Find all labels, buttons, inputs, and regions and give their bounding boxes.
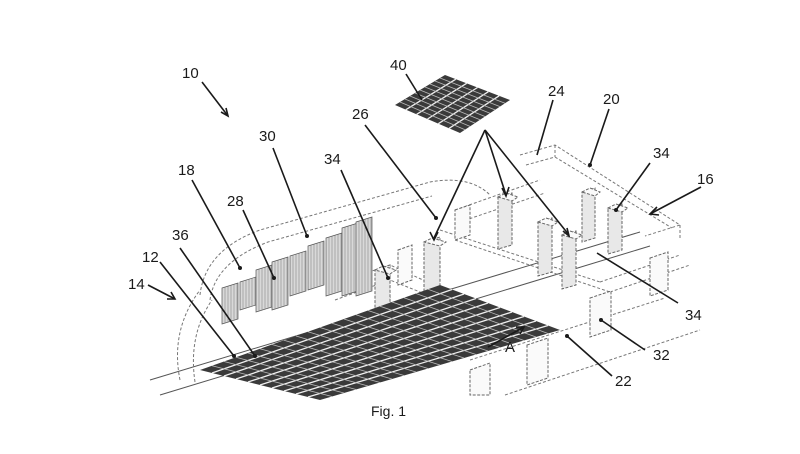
plate-stack bbox=[255, 264, 273, 313]
label-24: 24 bbox=[548, 83, 565, 100]
plate-stack bbox=[355, 216, 373, 297]
column bbox=[496, 192, 520, 250]
plate-stack bbox=[239, 276, 257, 311]
leader-10 bbox=[201, 81, 229, 117]
grid-crossbar bbox=[295, 335, 417, 373]
leader-28 bbox=[242, 209, 275, 279]
module-crossbar bbox=[429, 83, 496, 111]
module-crossbar bbox=[409, 95, 476, 124]
plate-stack bbox=[289, 250, 307, 297]
reference-numerals: 10 40 24 20 26 30 34 34 16 18 28 36 12 1… bbox=[128, 57, 714, 419]
leader-36 bbox=[179, 247, 256, 357]
grid-crossbar bbox=[379, 305, 501, 348]
grid-module bbox=[395, 75, 510, 133]
grid-crossbar bbox=[247, 352, 369, 387]
grid-crossbar bbox=[235, 356, 357, 390]
plate-stacks bbox=[221, 216, 373, 325]
leader-34-center bbox=[340, 169, 389, 279]
label-34-lower: 34 bbox=[685, 307, 702, 324]
label-34-right: 34 bbox=[653, 145, 670, 162]
opening bbox=[649, 251, 669, 297]
plate-stack bbox=[341, 222, 359, 297]
direction-arrow bbox=[487, 326, 525, 348]
label-34-center: 34 bbox=[324, 151, 341, 168]
module-crossbar bbox=[404, 98, 471, 127]
leader-30 bbox=[272, 147, 308, 237]
leader-16 bbox=[649, 186, 702, 215]
leader-26 bbox=[364, 124, 437, 219]
module-crossbar bbox=[419, 89, 486, 117]
label-16: 16 bbox=[697, 171, 714, 188]
module-crossbar bbox=[434, 80, 501, 107]
grid-crossbar bbox=[319, 327, 441, 366]
label-20: 20 bbox=[603, 91, 620, 108]
grid-floor bbox=[200, 285, 560, 400]
grid-crossbar bbox=[367, 310, 489, 352]
label-14: 14 bbox=[128, 276, 145, 293]
plate-stack bbox=[221, 282, 239, 325]
label-10: 10 bbox=[182, 65, 199, 82]
column bbox=[536, 217, 560, 277]
plate-stack bbox=[271, 256, 289, 311]
leader-40-c bbox=[484, 129, 570, 236]
arrowhead bbox=[220, 107, 230, 118]
label-direction-A: A bbox=[505, 339, 515, 356]
opening bbox=[469, 362, 491, 396]
opening bbox=[589, 290, 612, 338]
column bbox=[560, 230, 584, 290]
module-crossbar bbox=[424, 86, 491, 114]
grid-crossbar bbox=[211, 365, 333, 397]
label-12: 12 bbox=[142, 249, 159, 266]
grid-crossbar bbox=[271, 344, 393, 380]
label-32: 32 bbox=[653, 347, 670, 364]
opening bbox=[526, 337, 549, 386]
column bbox=[580, 187, 601, 243]
plate-stack bbox=[325, 232, 343, 297]
label-36: 36 bbox=[172, 227, 189, 244]
leader-24 bbox=[536, 99, 554, 156]
label-40: 40 bbox=[390, 57, 407, 74]
leader-18 bbox=[191, 179, 241, 269]
label-18: 18 bbox=[178, 162, 195, 179]
leader-12 bbox=[159, 261, 235, 357]
side-wall-openings bbox=[397, 204, 669, 396]
grid-crossbar bbox=[259, 348, 381, 383]
leader-40-b bbox=[484, 129, 507, 196]
grid-floor-surface bbox=[200, 285, 560, 400]
leader-22 bbox=[566, 335, 613, 377]
column bbox=[606, 203, 630, 255]
label-28: 28 bbox=[227, 193, 244, 210]
leader-40 bbox=[405, 73, 423, 101]
label-22: 22 bbox=[615, 373, 632, 390]
label-30: 30 bbox=[259, 128, 276, 145]
module-crossbar bbox=[439, 77, 506, 104]
figure-caption: Fig. 1 bbox=[371, 403, 406, 419]
opening bbox=[454, 204, 471, 241]
opening bbox=[397, 244, 413, 286]
plate-stack bbox=[307, 240, 325, 291]
grid-crossbar bbox=[403, 297, 525, 341]
grid-crossbar bbox=[355, 314, 477, 355]
grid-crossbar bbox=[223, 361, 345, 394]
grid-crossbar bbox=[331, 322, 453, 362]
grid-crossbar bbox=[391, 301, 513, 345]
grid-crossbar bbox=[427, 288, 549, 334]
leader-14 bbox=[147, 284, 176, 300]
grid-crossbar bbox=[415, 293, 537, 338]
label-26: 26 bbox=[352, 106, 369, 123]
grid-crossbar bbox=[343, 318, 465, 359]
leader-40-a bbox=[433, 129, 486, 239]
module-crossbar bbox=[414, 92, 481, 121]
leader-34-right bbox=[615, 162, 651, 211]
grid-crossbar bbox=[307, 331, 429, 369]
leader-20 bbox=[589, 108, 610, 166]
leader-32 bbox=[600, 319, 646, 351]
leaders bbox=[147, 73, 702, 377]
module-crossbar bbox=[399, 101, 466, 131]
grid-crossbar bbox=[283, 339, 405, 376]
leader-34-lower bbox=[596, 252, 679, 304]
